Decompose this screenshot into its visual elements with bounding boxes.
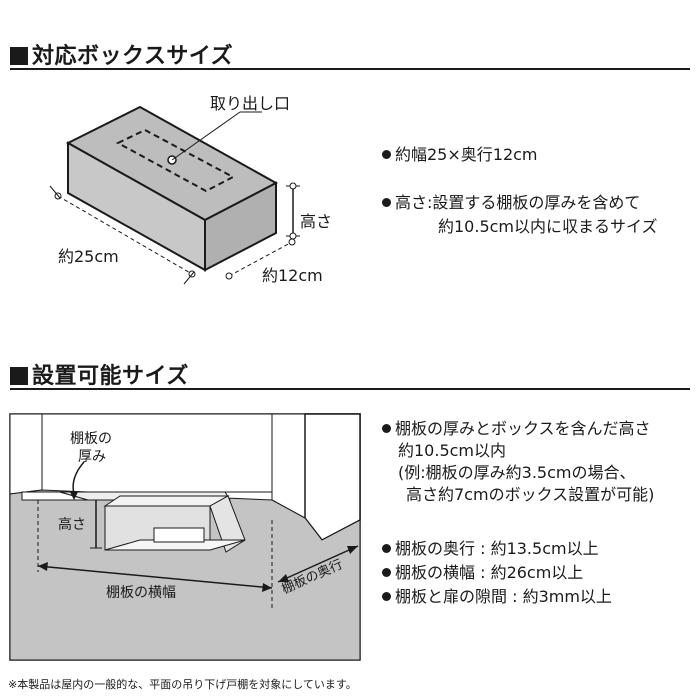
bullet-icon [382,568,391,577]
box-spec-size: 約幅25×奥行12cm [382,144,538,166]
section-heading-box-size: 対応ボックスサイズ [10,38,233,70]
thickness-pointer [72,461,85,495]
shelf-width-label: 棚板の横幅 [106,585,176,601]
thickness-label-line1: 棚板の [70,431,112,447]
shelf-depth-dimension [277,545,359,583]
section-rule [10,68,690,70]
width-dimension-line [57,195,193,275]
cabinet-door [304,413,361,541]
depth-dimension-line [228,241,293,277]
thickness-label-line2: 厚み [78,449,106,465]
install-spec-door-gap: 棚板と扉の隙間 : 約3mm以上 [382,586,612,608]
install-spec-total-height: 棚板の厚みとボックスを含んだ高さ 約10.5cm以内 (例:棚板の厚み約3.5c… [382,418,654,506]
section-rule [10,388,690,390]
install-spec-depth: 棚板の奥行 : 約13.5cm以上 [382,538,599,560]
install-height-label: 高さ [58,517,86,533]
bullet-icon [382,592,391,601]
footnote: ※本製品は屋内の一般的な、平面の吊り下げ戸棚を対象にしています。 [8,678,357,691]
box-spec-height: 高さ:設置する棚板の厚みを含めて 約10.5cm以内に収まるサイズ [382,192,658,238]
box-width-label: 約25cm [58,247,119,266]
box-height-label: 高さ [300,212,333,231]
bullet-icon [382,150,391,159]
bullet-icon [382,424,391,433]
square-bullet-icon [10,47,28,65]
rack-top [103,495,230,507]
bullet-icon [382,198,391,207]
section-title-box-size: 対応ボックスサイズ [32,44,234,69]
box-depth-label: 約12cm [262,266,323,285]
box-side-face [204,181,277,272]
section-title-install-size: 設置可能サイズ [32,364,189,389]
bullet-icon [382,544,391,553]
square-bullet-icon [10,367,28,385]
shelf-width-dimension [37,565,273,589]
box-opening-outline [115,128,236,193]
install-spec-width: 棚板の横幅 : 約26cm以上 [382,562,583,584]
opening-label: 取り出し口 [210,94,291,113]
opening-leader-line [171,111,241,161]
section-heading-install-size: 設置可能サイズ [10,358,189,390]
